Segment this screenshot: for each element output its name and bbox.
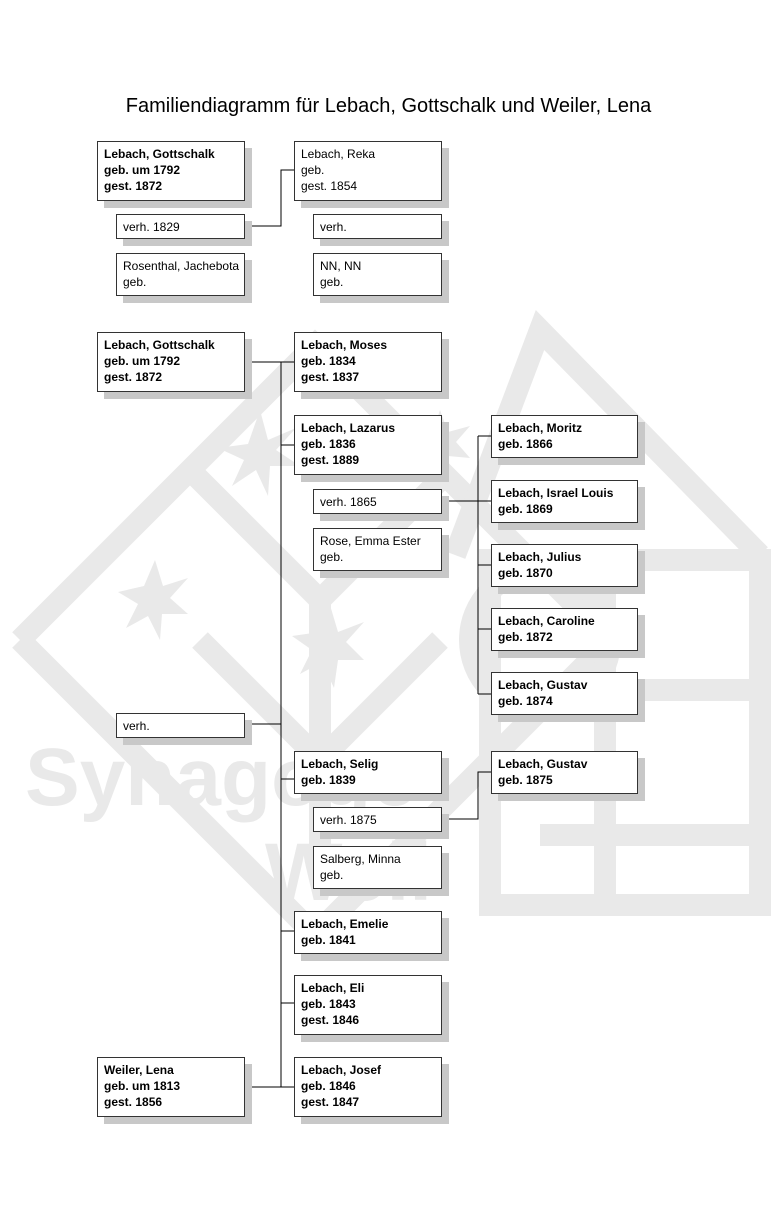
person-born: geb. 1843 <box>301 997 356 1011</box>
person-box-gustav-1874[interactable]: Lebach, Gustav geb. 1874 <box>491 672 638 715</box>
marriage-label: verh. 1875 <box>320 813 377 827</box>
person-died: gest. 1846 <box>301 1013 360 1027</box>
person-born: geb. um 1813 <box>104 1079 181 1093</box>
person-born: geb. <box>123 275 147 289</box>
person-name: Lebach, Selig <box>301 757 379 771</box>
person-born: geb. 1874 <box>498 694 553 708</box>
person-born: geb. 1839 <box>301 773 356 787</box>
person-born: geb. 1841 <box>301 933 356 947</box>
person-name: Salberg, Minna <box>320 852 401 866</box>
person-box-nn[interactable]: NN, NN geb. <box>313 253 442 296</box>
page-title: Familiendiagramm für Lebach, Gottschalk … <box>125 95 652 117</box>
person-box-gottschalk-1[interactable]: Lebach, Gottschalk geb. um 1792 gest. 18… <box>97 141 245 201</box>
person-born: geb. 1875 <box>498 773 553 787</box>
person-name: Lebach, Caroline <box>498 614 595 628</box>
person-born: geb. um 1792 <box>104 163 181 177</box>
person-born: geb. um 1792 <box>104 354 181 368</box>
person-box-gustav-1875[interactable]: Lebach, Gustav geb. 1875 <box>491 751 638 794</box>
person-box-moritz[interactable]: Lebach, Moritz geb. 1866 <box>491 415 638 458</box>
person-born: geb. <box>320 275 344 289</box>
person-died: gest. 1856 <box>104 1095 163 1109</box>
person-name: Lebach, Lazarus <box>301 421 396 435</box>
person-box-lazarus[interactable]: Lebach, Lazarus geb. 1836 gest. 1889 <box>294 415 442 475</box>
person-name: NN, NN <box>320 259 362 273</box>
person-box-gottschalk-2[interactable]: Lebach, Gottschalk geb. um 1792 gest. 18… <box>97 332 245 392</box>
person-name: Lebach, Israel Louis <box>498 486 614 500</box>
person-died: gest. 1854 <box>301 179 358 193</box>
person-born: geb. 1846 <box>301 1079 356 1093</box>
marriage-box-reka[interactable]: verh. <box>313 214 442 239</box>
marriage-box-1865[interactable]: verh. 1865 <box>313 489 442 514</box>
person-name: Lebach, Eli <box>301 981 365 995</box>
person-box-moses[interactable]: Lebach, Moses geb. 1834 gest. 1837 <box>294 332 442 392</box>
person-box-israel-louis[interactable]: Lebach, Israel Louis geb. 1869 <box>491 480 638 523</box>
person-box-eli[interactable]: Lebach, Eli geb. 1843 gest. 1846 <box>294 975 442 1035</box>
person-died: gest. 1889 <box>301 453 360 467</box>
person-box-selig[interactable]: Lebach, Selig geb. 1839 <box>294 751 442 794</box>
person-born: geb. 1869 <box>498 502 553 516</box>
person-box-caroline[interactable]: Lebach, Caroline geb. 1872 <box>491 608 638 651</box>
person-name: Lebach, Gustav <box>498 678 588 692</box>
marriage-label: verh. 1829 <box>123 220 180 234</box>
person-name: Lebach, Moritz <box>498 421 583 435</box>
person-name: Weiler, Lena <box>104 1063 174 1077</box>
person-born: geb. 1870 <box>498 566 553 580</box>
person-name: Lebach, Julius <box>498 550 582 564</box>
person-born: geb. 1872 <box>498 630 553 644</box>
person-name: Rose, Emma Ester <box>320 534 421 548</box>
person-died: gest. 1872 <box>104 370 163 384</box>
person-born: geb. <box>320 550 344 564</box>
marriage-label: verh. <box>123 719 150 733</box>
marriage-label: verh. 1865 <box>320 495 377 509</box>
person-died: gest. 1847 <box>301 1095 360 1109</box>
person-born: geb. 1834 <box>301 354 356 368</box>
person-name: Lebach, Gottschalk <box>104 338 215 352</box>
person-born: geb. 1836 <box>301 437 356 451</box>
person-name: Lebach, Moses <box>301 338 388 352</box>
person-name: Lebach, Gottschalk <box>104 147 215 161</box>
person-box-julius[interactable]: Lebach, Julius geb. 1870 <box>491 544 638 587</box>
person-born: geb. <box>320 868 344 882</box>
person-name: Lebach, Reka <box>301 147 376 161</box>
person-name: Lebach, Gustav <box>498 757 588 771</box>
person-box-rosenthal[interactable]: Rosenthal, Jachebota geb. <box>116 253 245 296</box>
person-box-josef[interactable]: Lebach, Josef geb. 1846 gest. 1847 <box>294 1057 442 1117</box>
person-box-reka[interactable]: Lebach, Reka geb. gest. 1854 <box>294 141 442 201</box>
person-died: gest. 1837 <box>301 370 360 384</box>
person-name: Rosenthal, Jachebota <box>123 259 240 273</box>
person-died: gest. 1872 <box>104 179 163 193</box>
person-box-emelie[interactable]: Lebach, Emelie geb. 1841 <box>294 911 442 954</box>
marriage-label: verh. <box>320 220 347 234</box>
person-box-rose-emma[interactable]: Rose, Emma Ester geb. <box>313 528 442 571</box>
person-born: geb. <box>301 163 325 177</box>
person-box-salberg-minna[interactable]: Salberg, Minna geb. <box>313 846 442 889</box>
marriage-box-1875[interactable]: verh. 1875 <box>313 807 442 832</box>
marriage-box-1829[interactable]: verh. 1829 <box>116 214 245 239</box>
person-born: geb. 1866 <box>498 437 553 451</box>
person-name: Lebach, Josef <box>301 1063 382 1077</box>
person-name: Lebach, Emelie <box>301 917 389 931</box>
marriage-box-parents[interactable]: verh. <box>116 713 245 738</box>
person-box-weiler-lena[interactable]: Weiler, Lena geb. um 1813 gest. 1856 <box>97 1057 245 1117</box>
